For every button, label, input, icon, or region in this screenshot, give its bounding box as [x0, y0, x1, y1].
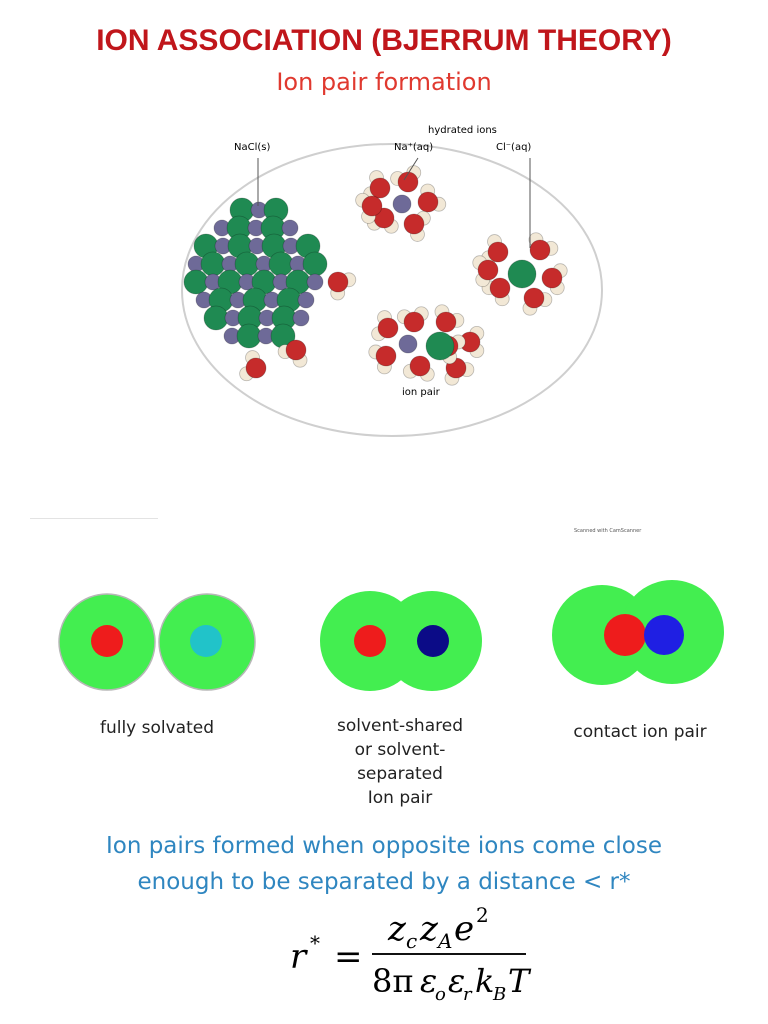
- chloride-ion: [507, 259, 537, 289]
- oxygen-atom: [523, 287, 545, 309]
- bjerrum-distance-formula: r * = z c z A e 2 8π ε o ε r k B T: [290, 903, 532, 1005]
- chloride-ion: [425, 331, 455, 361]
- svg-text:o: o: [435, 984, 446, 1005]
- chloride-ion: [183, 269, 209, 295]
- statement-line-2: enough to be separated by a distance < r…: [137, 869, 631, 895]
- oxygen-atom: [369, 177, 391, 199]
- contact-ion-pair-diagram: [552, 580, 724, 685]
- definition-statement: Ion pairs formed when opposite ions come…: [0, 828, 768, 900]
- svg-text:ε: ε: [420, 962, 437, 1000]
- chloride-ion: [236, 323, 262, 349]
- formula-numerator: z c z A e 2: [387, 903, 489, 953]
- chloride-ion: [200, 251, 226, 277]
- oxygen-atom: [403, 311, 425, 333]
- label-na-aq: Na⁺(aq): [394, 142, 433, 153]
- svg-text:z: z: [419, 909, 439, 949]
- label-nacl-solid: NaCl(s): [234, 142, 270, 153]
- svg-text:c: c: [406, 929, 417, 953]
- oxygen-atom: [487, 241, 509, 263]
- divider-line: [30, 518, 158, 519]
- ion-pair-diagrams: [58, 580, 724, 691]
- caption-fully-solvated: fully solvated: [99, 718, 215, 738]
- chloride-ion: [234, 251, 260, 277]
- chloride-ion: [302, 251, 328, 277]
- svg-text:B: B: [492, 984, 506, 1005]
- caption-contact-ion-pair: contact ion pair: [573, 722, 707, 742]
- oxygen-atom: [417, 191, 439, 213]
- svg-text:A: A: [436, 929, 452, 953]
- label-cl-aq: Cl⁻(aq): [496, 142, 531, 153]
- oxygen-atom: [477, 259, 499, 281]
- svg-text:r: r: [463, 984, 473, 1005]
- cation: [91, 625, 123, 657]
- anion: [190, 625, 222, 657]
- anion: [417, 625, 449, 657]
- oxygen-atom: [245, 357, 267, 379]
- label-hydrated-ions: hydrated ions: [428, 125, 497, 136]
- oxygen-atom: [361, 195, 383, 217]
- oxygen-atom: [529, 239, 551, 261]
- caption-solvent-shared: solvent-shared or solvent- separated Ion…: [337, 716, 463, 808]
- formula-lhs: r: [290, 937, 308, 977]
- svg-text:z: z: [387, 909, 407, 949]
- sodium-ion: [292, 309, 310, 327]
- sodium-ion: [281, 219, 299, 237]
- cation: [354, 625, 386, 657]
- chloride-ion: [203, 305, 229, 331]
- oxygen-atom: [489, 277, 511, 299]
- fully-solvated-diagram: [58, 593, 256, 691]
- statement-line-1: Ion pairs formed when opposite ions come…: [105, 833, 663, 859]
- formula-star: *: [310, 931, 320, 955]
- solution-boundary: [181, 143, 603, 437]
- sodium-ion: [398, 334, 418, 354]
- water-molecules: [239, 271, 357, 382]
- page-subtitle: Ion pair formation: [276, 68, 492, 96]
- chloride-ion: [268, 251, 294, 277]
- pointer-line-na: [403, 157, 419, 181]
- ion-solvation-illustration: NaCl(s) hydrated ions Na⁺(aq) Cl⁻(aq) io…: [181, 125, 603, 437]
- svg-text:2: 2: [476, 903, 489, 927]
- solvent-shared-diagram: [320, 591, 482, 691]
- oxygen-atom: [409, 355, 431, 377]
- oxygen-atom: [541, 267, 563, 289]
- oxygen-atom: [435, 311, 457, 333]
- anion: [644, 615, 684, 655]
- oxygen-atom: [375, 345, 397, 367]
- formula-equals: =: [334, 937, 363, 977]
- svg-text:8π: 8π: [372, 962, 413, 1000]
- sodium-ion: [306, 273, 324, 291]
- solvated-ions: [355, 165, 568, 386]
- oxygen-atom: [377, 317, 399, 339]
- sodium-ion: [392, 194, 412, 214]
- svg-text:ε: ε: [448, 962, 465, 1000]
- oxygen-atom: [403, 213, 425, 235]
- svg-text:T: T: [508, 962, 532, 1000]
- label-ion-pair: ion pair: [402, 387, 441, 398]
- sodium-ion: [297, 291, 315, 309]
- scan-watermark: Scanned with CamScanner: [574, 528, 642, 534]
- formula-denominator: 8π ε o ε r k B T: [372, 962, 532, 1005]
- oxygen-atom: [327, 271, 349, 293]
- page-title: ION ASSOCIATION (BJERRUM THEORY): [96, 24, 672, 57]
- oxygen-atom: [285, 339, 307, 361]
- svg-text:e: e: [454, 909, 474, 949]
- cation: [604, 614, 646, 656]
- nacl-crystal: [183, 197, 328, 349]
- svg-text:k: k: [475, 962, 494, 1000]
- oxygen-atom: [397, 171, 419, 193]
